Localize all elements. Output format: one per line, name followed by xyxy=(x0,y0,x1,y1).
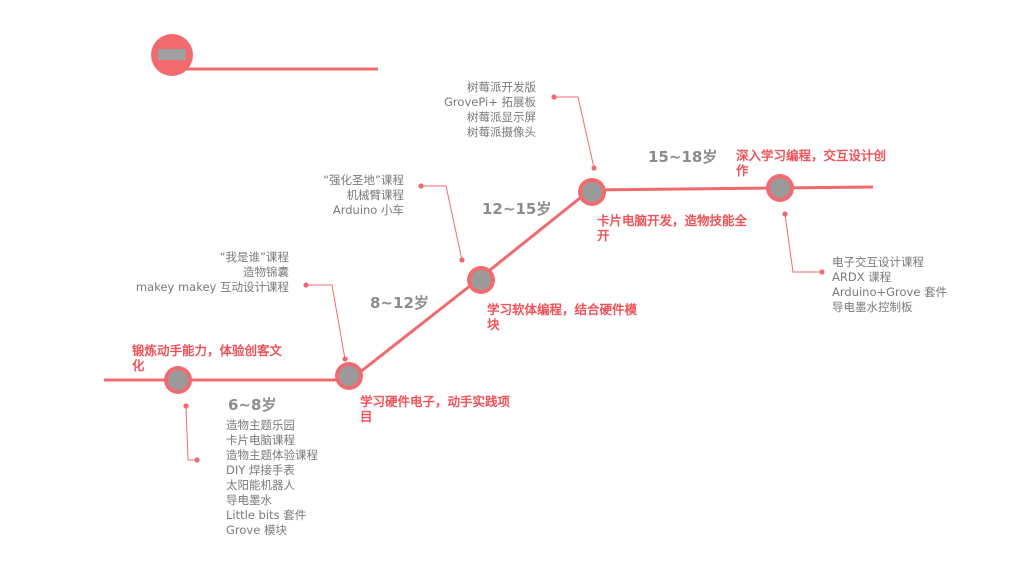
stage-1-age: 6~8岁 xyxy=(228,396,277,414)
course-item: 树莓派摄像头 xyxy=(467,125,536,139)
stage-4-goal-text: 卡片电脑开发，造物技能全开 xyxy=(597,213,748,243)
stage-2-age: 8~12岁 xyxy=(370,294,429,312)
course-item: 卡片电脑课程 xyxy=(226,433,295,447)
timeline-nodes xyxy=(151,34,794,394)
course-item: GrovePi+ 拓展板 xyxy=(444,95,536,109)
stage-2-leader-dot xyxy=(303,282,309,288)
course-item: Grove 模块 xyxy=(226,523,287,537)
stage-4-leader-line xyxy=(554,96,595,169)
stage-5-leader-dot xyxy=(819,269,825,275)
course-item: 树莓派开发版 xyxy=(467,80,536,94)
stage-3-goal: 学习软体编程，结合硬件模块 xyxy=(487,302,639,332)
stage-4-node-core xyxy=(582,182,602,202)
course-item: 太阳能机器人 xyxy=(226,478,295,492)
stage-3-leader-end-dot xyxy=(459,257,465,263)
stage-1-course-list: 造物主题乐园 卡片电脑课程 造物主题体验课程 DIY 焊接手表 太阳能机器人 导… xyxy=(226,418,318,538)
course-item: 导电墨水 xyxy=(226,493,272,507)
course-item: makey makey 互动设计课程 xyxy=(135,280,289,294)
course-item: 造物主题乐园 xyxy=(226,418,295,432)
stage-1-leader-end-dot xyxy=(194,457,200,463)
course-item: Little bits 套件 xyxy=(226,508,307,522)
stage-2-course-list: “我是谁”课程 造物锦囊 makey makey 互动设计课程 xyxy=(136,250,289,295)
stage-5-age: 15~18岁 xyxy=(648,148,718,166)
course-item: ARDX 课程 xyxy=(832,270,892,284)
stage-2-node-core xyxy=(339,366,359,386)
stage-3-age: 12~15岁 xyxy=(482,200,552,218)
stage-3-node-core xyxy=(471,270,491,290)
stage-4-goal: 卡片电脑开发，造物技能全开 xyxy=(597,213,752,243)
stage-1-node-core xyxy=(168,370,188,390)
title-badge-label-block xyxy=(158,49,186,60)
stage-4-leader-end-dot xyxy=(591,165,597,171)
stage-3-goal-text: 学习软体编程，结合硬件模块 xyxy=(487,302,638,332)
stage-5-leader-end-dot xyxy=(782,211,788,217)
stage-1-leader-dot xyxy=(183,403,189,409)
course-item: 机械臂课程 xyxy=(346,188,405,202)
stage-2-goal-text: 学习硬件电子，动手实践项目 xyxy=(360,394,511,424)
course-item: Arduino 小车 xyxy=(332,203,404,217)
course-item: 造物锦囊 xyxy=(243,265,289,279)
stage-4-course-list: 树莓派开发版 GrovePi+ 拓展板 树莓派显示屏 树莓派摄像头 xyxy=(444,80,536,140)
stage-2-leader-end-dot xyxy=(342,356,348,362)
stage-1-goal-text: 锻炼动手能力，体验创客文化 xyxy=(132,343,283,373)
stage-4-leader-dot xyxy=(551,94,557,100)
stage-5-leader-line xyxy=(784,213,822,273)
course-item: “我是谁”课程 xyxy=(219,250,289,264)
course-item: 树莓派显示屏 xyxy=(467,110,536,124)
stage-1-leader-line xyxy=(185,405,197,461)
course-item: 造物主题体验课程 xyxy=(226,448,318,462)
stage-5-goal: 深入学习编程，交互设计创作 xyxy=(736,148,891,178)
stage-2-goal: 学习硬件电子，动手实践项目 xyxy=(360,394,512,424)
stage-3-course-list: “强化圣地”课程 机械臂课程 Arduino 小车 xyxy=(323,173,404,218)
stage-1-goal: 锻炼动手能力，体验创客文化 xyxy=(132,343,292,373)
stage-3-leader-line xyxy=(421,185,463,261)
stage-2-leader-line xyxy=(306,284,346,360)
course-item: DIY 焊接手表 xyxy=(226,463,295,477)
stage-5-node-core xyxy=(770,178,790,198)
course-item: 导电墨水控制板 xyxy=(832,300,913,314)
course-item: Arduino+Grove 套件 xyxy=(832,285,948,299)
stage-3-leader-dot xyxy=(418,183,424,189)
course-item: “强化圣地”课程 xyxy=(323,173,404,187)
stage-5-goal-text: 深入学习编程，交互设计创作 xyxy=(736,148,887,178)
stage-5-course-list: 电子交互设计课程 ARDX 课程 Arduino+Grove 套件 导电墨水控制… xyxy=(832,255,947,315)
course-item: 电子交互设计课程 xyxy=(832,255,924,269)
course-leader-lines xyxy=(183,94,825,463)
